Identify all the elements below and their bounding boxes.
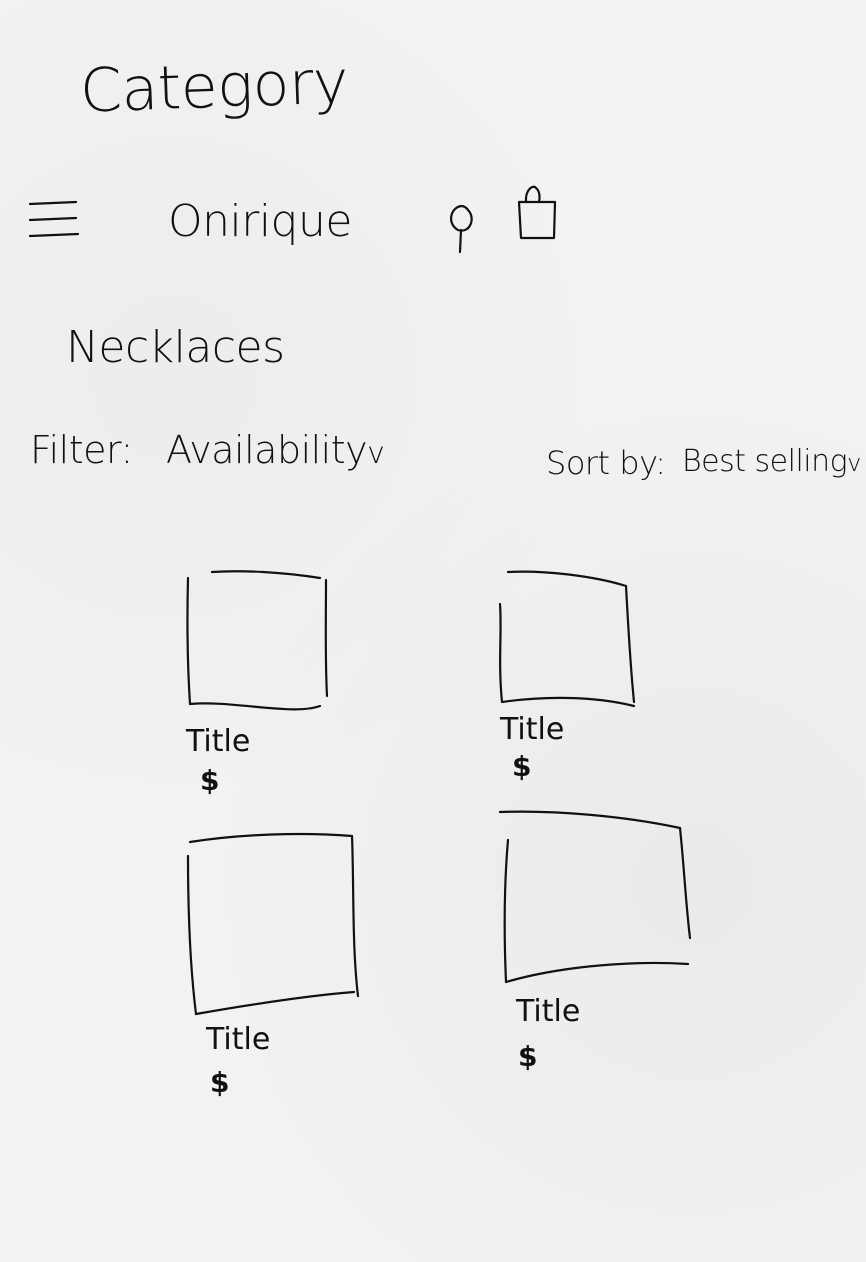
product-card[interactable]: Title $: [182, 568, 342, 800]
product-image-placeholder: [498, 810, 692, 984]
product-image-placeholder: [186, 570, 329, 711]
product-price: $: [200, 764, 220, 797]
sort-value: Best selling: [682, 444, 848, 479]
product-title[interactable]: Title: [500, 712, 565, 747]
sort-label: Sort by:: [546, 444, 666, 482]
product-title[interactable]: Title: [206, 1022, 271, 1057]
chevron-down-icon: v: [367, 436, 385, 471]
product-image-placeholder: [498, 570, 636, 708]
product-card[interactable]: Title $: [182, 826, 372, 1116]
sort-dropdown[interactable]: Best sellingv: [682, 444, 861, 479]
product-price: $: [518, 1040, 538, 1073]
product-card[interactable]: Title $: [494, 806, 698, 1086]
filter-label: Filter:: [30, 428, 133, 472]
brand-logo[interactable]: Onirique: [168, 196, 352, 247]
screen-title: Category: [78, 47, 350, 127]
product-title[interactable]: Title: [186, 724, 251, 759]
hamburger-menu-icon[interactable]: [26, 196, 84, 244]
product-title[interactable]: Title: [516, 994, 581, 1029]
product-card[interactable]: Title $: [494, 562, 654, 784]
availability-filter-dropdown[interactable]: Availabilityv: [166, 428, 385, 472]
shopping-bag-icon[interactable]: [510, 178, 562, 248]
product-image-placeholder: [186, 832, 360, 1016]
page-title: Necklaces: [66, 322, 285, 373]
search-icon[interactable]: [440, 198, 482, 258]
product-price: $: [210, 1066, 230, 1099]
chevron-down-icon: v: [847, 449, 861, 477]
availability-filter-value: Availability: [166, 428, 368, 472]
product-price: $: [512, 750, 532, 783]
